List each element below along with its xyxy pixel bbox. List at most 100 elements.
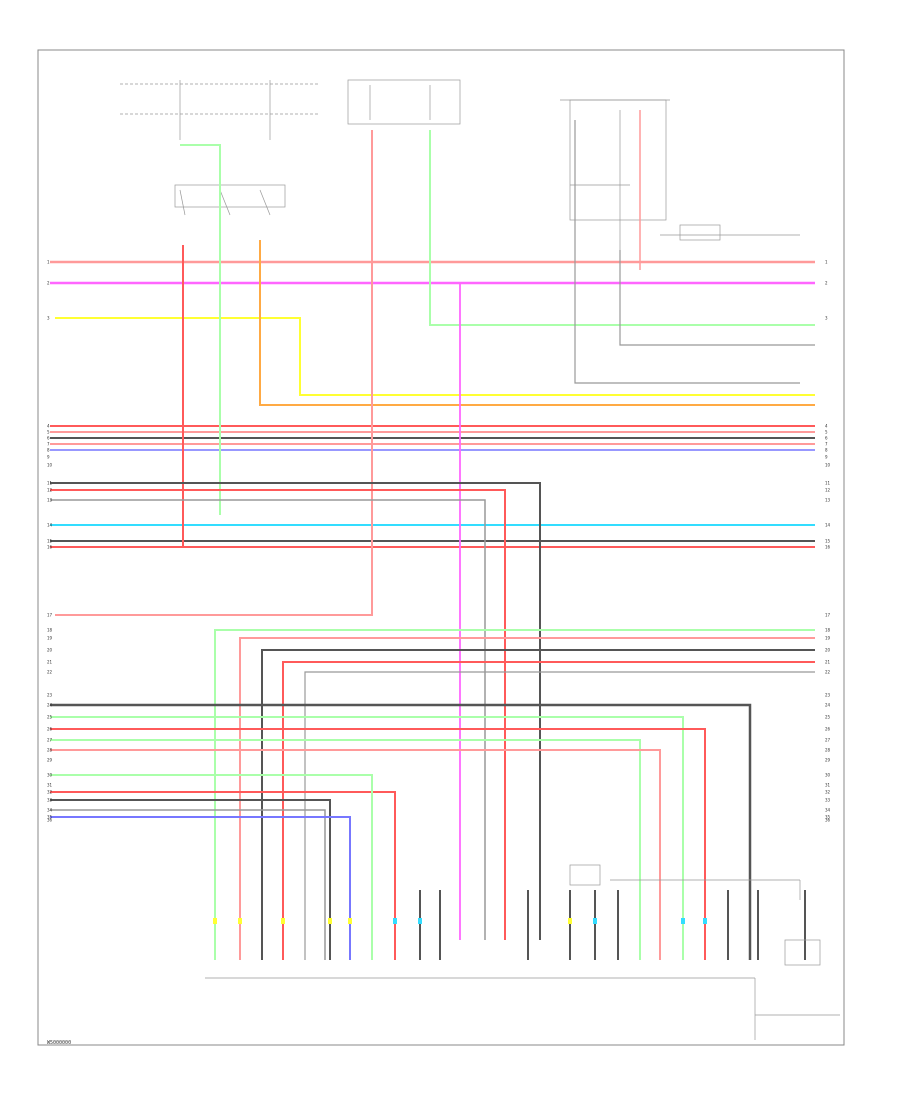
left-pin-label: 6 [47, 436, 50, 441]
left-pin-label: 31 [47, 783, 53, 788]
left-pin-label: 21 [47, 660, 53, 665]
left-pin-label: 25 [47, 715, 53, 720]
bottom-connector-block [205, 864, 840, 1040]
connector-marker [348, 918, 352, 924]
right-pin-label: 4 [825, 424, 828, 429]
wire-dark-lower-2 [50, 799, 331, 960]
wire-pink-drop [55, 130, 373, 616]
left-pin-label: 14 [47, 523, 53, 528]
left-pin-label: 7 [47, 442, 50, 447]
fuse-block-middle [347, 79, 461, 125]
right-pin-label: 29 [825, 758, 831, 763]
left-pin-label: 34 [47, 808, 53, 813]
left-pin-label: 10 [47, 463, 53, 468]
wire-yellow-route [55, 317, 815, 396]
left-pin-label: 28 [47, 748, 53, 753]
wire-red-lower-2 [50, 791, 396, 960]
right-pin-label: 30 [825, 773, 831, 778]
right-pin-label: 16 [825, 545, 831, 550]
wire-dark-drop [50, 482, 541, 940]
left-pin-label: 24 [47, 703, 53, 708]
right-pin-label: 31 [825, 783, 831, 788]
wire-red-drop [50, 489, 506, 940]
left-pin-label: 9 [47, 455, 50, 460]
right-pin-label: 28 [825, 748, 831, 753]
wire-gray-bundle [304, 671, 815, 960]
left-pin-label: 8 [47, 448, 50, 453]
right-pin-label: 32 [825, 790, 831, 795]
left-pin-label: 17 [47, 613, 53, 618]
wire-blue-lower [50, 816, 351, 960]
right-pin-label: 11 [825, 481, 831, 486]
left-pin-label: 29 [47, 758, 53, 763]
right-pin-label: 34 [825, 808, 831, 813]
connector-marker [568, 918, 572, 924]
left-pin-label: 1 [47, 260, 50, 265]
wire-gray-module-2 [619, 250, 815, 346]
wire-dark-lower [50, 703, 752, 960]
right-pin-label: 20 [825, 648, 831, 653]
right-pin-label: 13 [825, 498, 831, 503]
right-pin-label: 12 [825, 488, 831, 493]
left-pin-label: 2 [47, 281, 50, 286]
wire-green-left [180, 144, 221, 515]
left-pin-label: 19 [47, 636, 53, 641]
left-pin-label: 13 [47, 498, 53, 503]
connector-marker [418, 918, 422, 924]
control-module-top-right [560, 99, 800, 270]
right-pin-label: 2 [825, 281, 828, 286]
left-pin-label: 27 [47, 738, 53, 743]
left-pin-label: 22 [47, 670, 53, 675]
connector-marker [213, 918, 217, 924]
right-pin-label: 8 [825, 448, 828, 453]
left-pin-label: 4 [47, 424, 50, 429]
wire-red-bundle [282, 661, 815, 960]
connector-marker [703, 918, 707, 924]
left-pin-label: 16 [47, 545, 53, 550]
right-pin-labels: 1234567891011121314151617181920212223242… [825, 260, 831, 823]
wire-green-lower [50, 716, 684, 960]
right-pin-label: 35 [825, 815, 831, 820]
left-pin-label: 20 [47, 648, 53, 653]
diagram-border [37, 49, 845, 1046]
right-pin-label: 19 [825, 636, 831, 641]
wire-lightgreen-route [429, 130, 815, 326]
wire-gray-lower [50, 809, 326, 960]
wire-green-lower-2 [50, 739, 641, 960]
connector-marker [281, 918, 285, 924]
left-pin-label: 36 [47, 818, 53, 823]
wire-dark-bundle [261, 649, 815, 960]
right-pin-label: 15 [825, 539, 831, 544]
right-pin-label: 1 [825, 260, 828, 265]
right-pin-label: 14 [825, 523, 831, 528]
right-pin-label: 10 [825, 463, 831, 468]
left-pin-label: 5 [47, 430, 50, 435]
left-pin-label: 11 [47, 481, 53, 486]
right-pin-label: 3 [825, 316, 828, 321]
right-pin-label: 33 [825, 798, 831, 803]
connector-marker [393, 918, 397, 924]
wire-gray-drop [50, 499, 486, 940]
right-pin-label: 21 [825, 660, 831, 665]
wire-pink-lower [50, 749, 661, 960]
fuse-block-left [120, 80, 320, 216]
wire-red-lower [50, 728, 706, 960]
right-pin-label: 7 [825, 442, 828, 447]
right-pin-label: 17 [825, 613, 831, 618]
left-pin-label: 33 [47, 798, 53, 803]
wire-green-bundle [214, 629, 815, 960]
connector-marker [328, 918, 332, 924]
left-pin-labels: 1234567891011121314151617181920212223242… [47, 260, 53, 823]
wire-orange-route [259, 240, 815, 406]
left-pin-label: 12 [47, 488, 53, 493]
left-pin-label: 15 [47, 539, 53, 544]
right-pin-label: 26 [825, 727, 831, 732]
left-pin-label: 26 [47, 727, 53, 732]
wire-pink-bundle [239, 637, 815, 960]
left-pin-label: 30 [47, 773, 53, 778]
connector-marker [593, 918, 597, 924]
right-pin-label: 27 [825, 738, 831, 743]
left-pin-label: 18 [47, 628, 53, 633]
